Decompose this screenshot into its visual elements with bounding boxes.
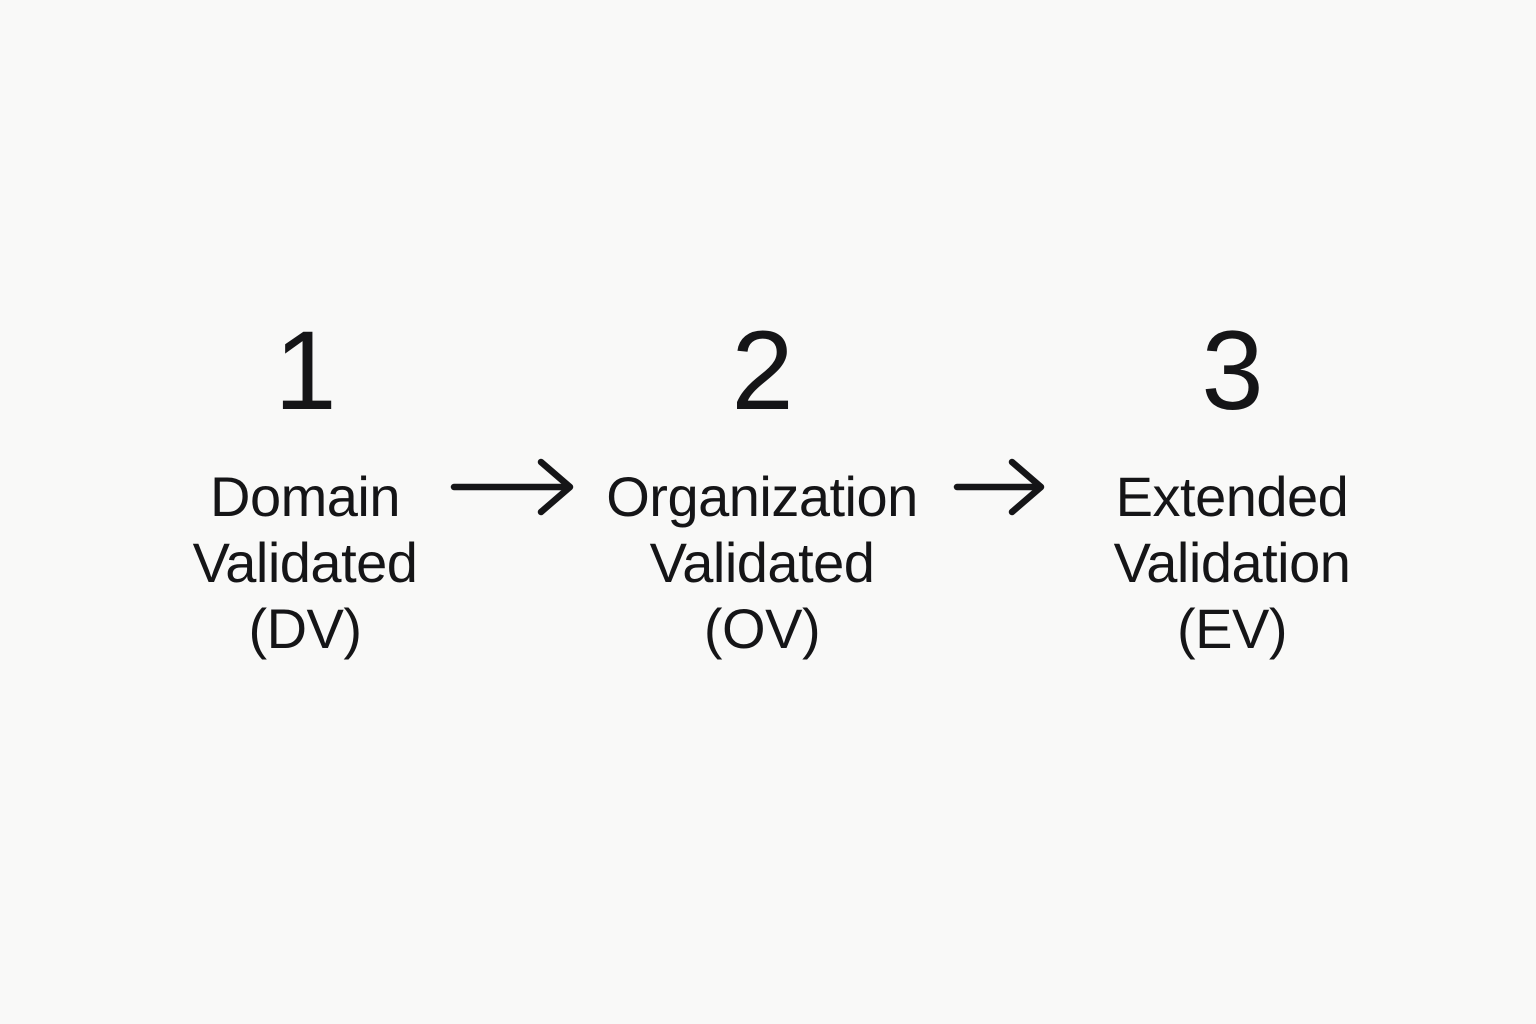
arrow-right-icon <box>450 457 576 517</box>
step-label-line: Domain <box>210 465 400 528</box>
step-label-line: Validation <box>1113 531 1351 594</box>
step-number: 1 <box>274 308 336 433</box>
step-domain-validated: 1 Domain Validated (DV) <box>85 315 525 662</box>
step-label: Organization Validated (OV) <box>542 464 982 662</box>
step-label-line: Organization <box>606 465 918 528</box>
step-number: 3 <box>1201 308 1263 433</box>
step-label-line: (EV) <box>1177 597 1288 660</box>
step-label-line: Validated <box>649 531 875 594</box>
step-label-line: (OV) <box>703 597 821 660</box>
step-number: 2 <box>731 308 793 433</box>
step-label-line: (DV) <box>248 597 362 660</box>
step-label: Extended Validation (EV) <box>1012 464 1452 662</box>
step-label: Domain Validated (DV) <box>85 464 525 662</box>
arrow-right-icon <box>953 457 1047 517</box>
step-label-line: Validated <box>192 531 418 594</box>
step-label-line: Extended <box>1115 465 1349 528</box>
step-extended-validation: 3 Extended Validation (EV) <box>1012 315 1452 662</box>
step-organization-validated: 2 Organization Validated (OV) <box>542 315 982 662</box>
